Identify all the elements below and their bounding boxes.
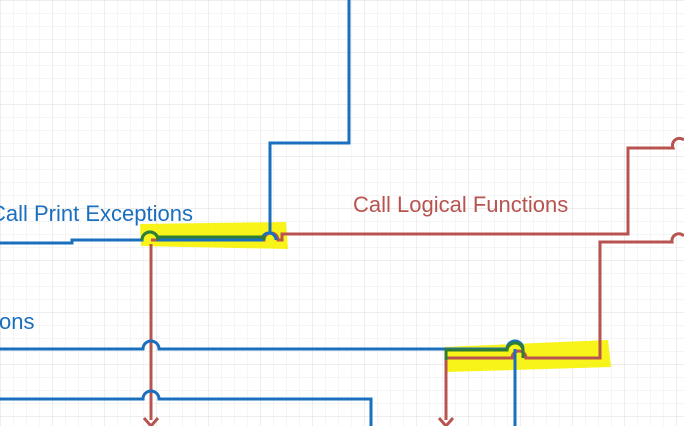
blue-connector-bottom[interactable] bbox=[0, 389, 373, 426]
green-overlay-right bbox=[444, 341, 525, 360]
green-overlay-left bbox=[140, 230, 266, 241]
label-call-print-exceptions: Call Print Exceptions bbox=[0, 201, 193, 226]
blue-connector-middle[interactable] bbox=[0, 339, 525, 426]
label-call-logical-functions: Call Logical Functions bbox=[353, 192, 568, 217]
label-partial-ons: ons bbox=[0, 309, 34, 334]
red-connector-right[interactable] bbox=[437, 232, 684, 426]
